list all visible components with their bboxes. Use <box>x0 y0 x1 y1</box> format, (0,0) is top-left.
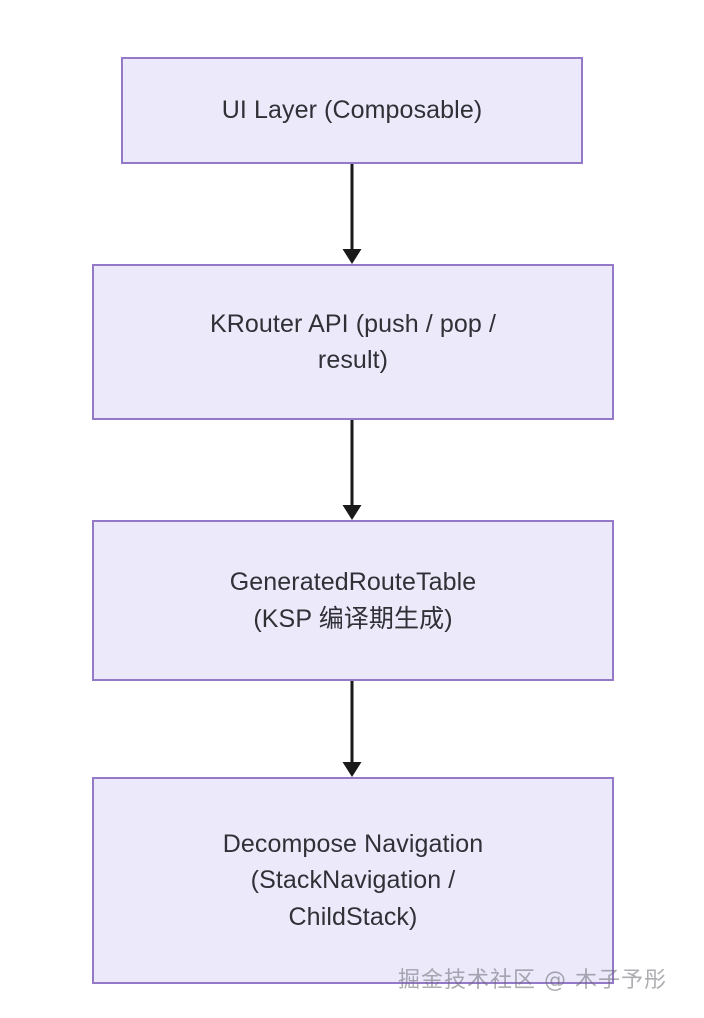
flow-node-generated-route-table[interactable]: GeneratedRouteTable (KSP 编译期生成) <box>92 520 614 681</box>
flow-node-decompose-navigation[interactable]: Decompose Navigation (StackNavigation / … <box>92 777 614 984</box>
flow-node-ui-layer[interactable]: UI Layer (Composable) <box>121 57 583 164</box>
flow-node-krouter-api[interactable]: KRouter API (push / pop / result) <box>92 264 614 420</box>
flow-edge-generated-route-table-to-decompose-navigation <box>340 681 364 777</box>
flow-edge-ui-layer-to-krouter-api <box>340 164 364 264</box>
flow-edge-krouter-api-to-generated-route-table <box>340 420 364 520</box>
